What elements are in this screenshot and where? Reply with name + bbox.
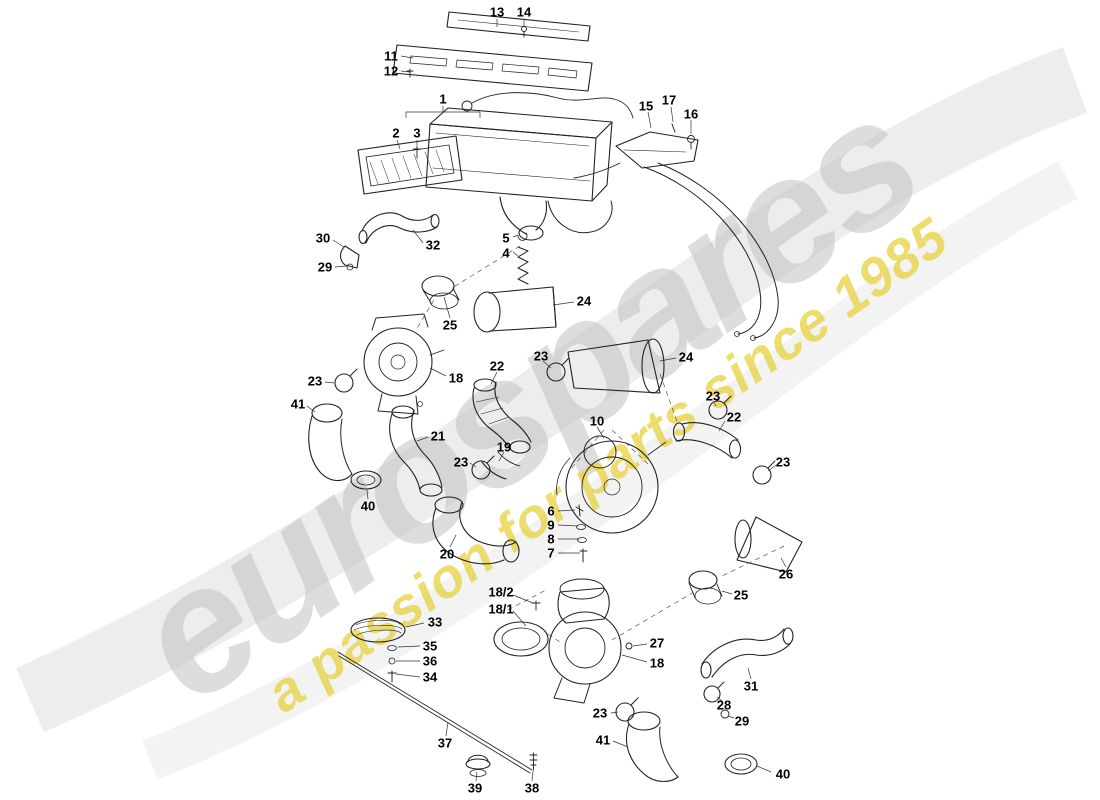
part-ring-40-left	[350, 470, 382, 490]
part-tube-22-right	[672, 422, 742, 459]
part-vent-strip-13-14	[446, 11, 591, 42]
part-spring-4-circlip-5	[517, 232, 529, 285]
part-hose-20	[432, 496, 520, 565]
part-ring-40-right	[724, 753, 758, 775]
part-funnel-24-right	[567, 338, 665, 394]
part-heater-box-1	[425, 92, 634, 241]
part-hose-22-left	[472, 378, 532, 454]
part-air-filter-2-3	[357, 135, 463, 195]
part-hose-32	[358, 212, 440, 245]
part-fitting-30-29	[339, 245, 360, 271]
part-sleeve-25-upper	[421, 275, 460, 310]
part-hose-31	[700, 627, 794, 679]
part-duct-41-left	[308, 403, 353, 482]
part-funnel-26	[734, 516, 803, 573]
part-rod-37	[337, 651, 533, 774]
part-hose-19	[481, 451, 521, 480]
part-clamp-28-clip-29	[703, 681, 730, 719]
part-grommet-39	[465, 754, 491, 777]
part-duct-41-bottom	[625, 711, 679, 783]
part-grille-33	[350, 617, 406, 643]
part-blower-10	[556, 435, 667, 534]
part-screw-38	[529, 752, 538, 771]
part-sleeve-25-lower	[688, 570, 723, 605]
leader-lines	[306, 19, 787, 782]
part-hose-21	[389, 405, 443, 497]
part-screws-35-36-34	[387, 645, 397, 683]
part-funnel-24-upper	[473, 286, 557, 333]
part-screws-6-9-8-7	[575, 504, 588, 563]
part-control-15-16-17	[573, 123, 779, 341]
part-blower-18-lower	[548, 578, 633, 704]
part-gasket-18-2-18-1	[493, 600, 549, 657]
part-blower-18-upper	[363, 313, 445, 415]
part-vent-strip-11-12	[392, 44, 593, 92]
alignment-lines	[415, 245, 785, 643]
